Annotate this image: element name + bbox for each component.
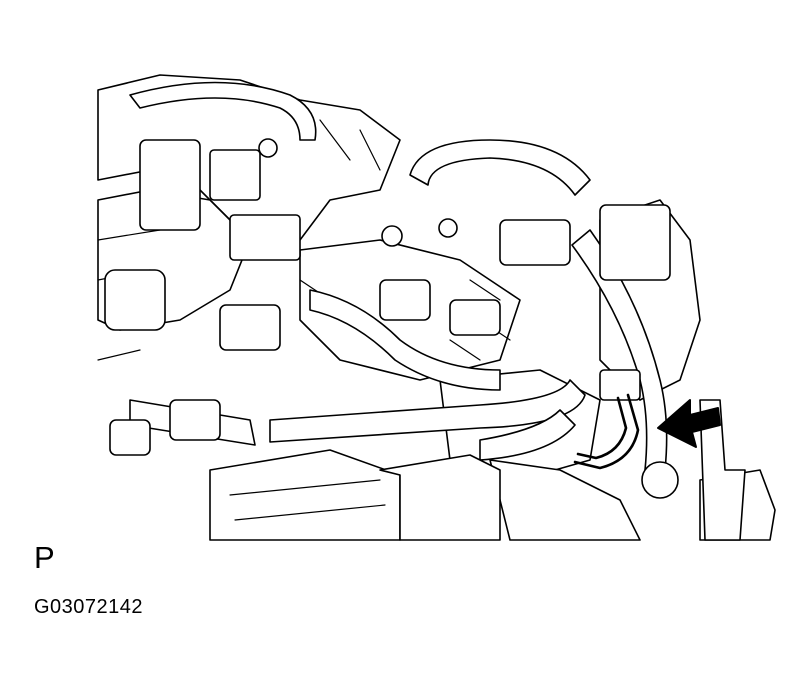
front-housing bbox=[209, 449, 501, 541]
figure-code: G03072142 bbox=[34, 596, 144, 618]
arrow-icon bbox=[657, 399, 721, 448]
highlighted-hose-inner bbox=[576, 396, 628, 460]
highlighted-hose bbox=[573, 393, 640, 470]
fittings bbox=[104, 138, 679, 499]
engine-bay-illustration bbox=[97, 74, 776, 541]
view-letter: P bbox=[34, 540, 55, 575]
